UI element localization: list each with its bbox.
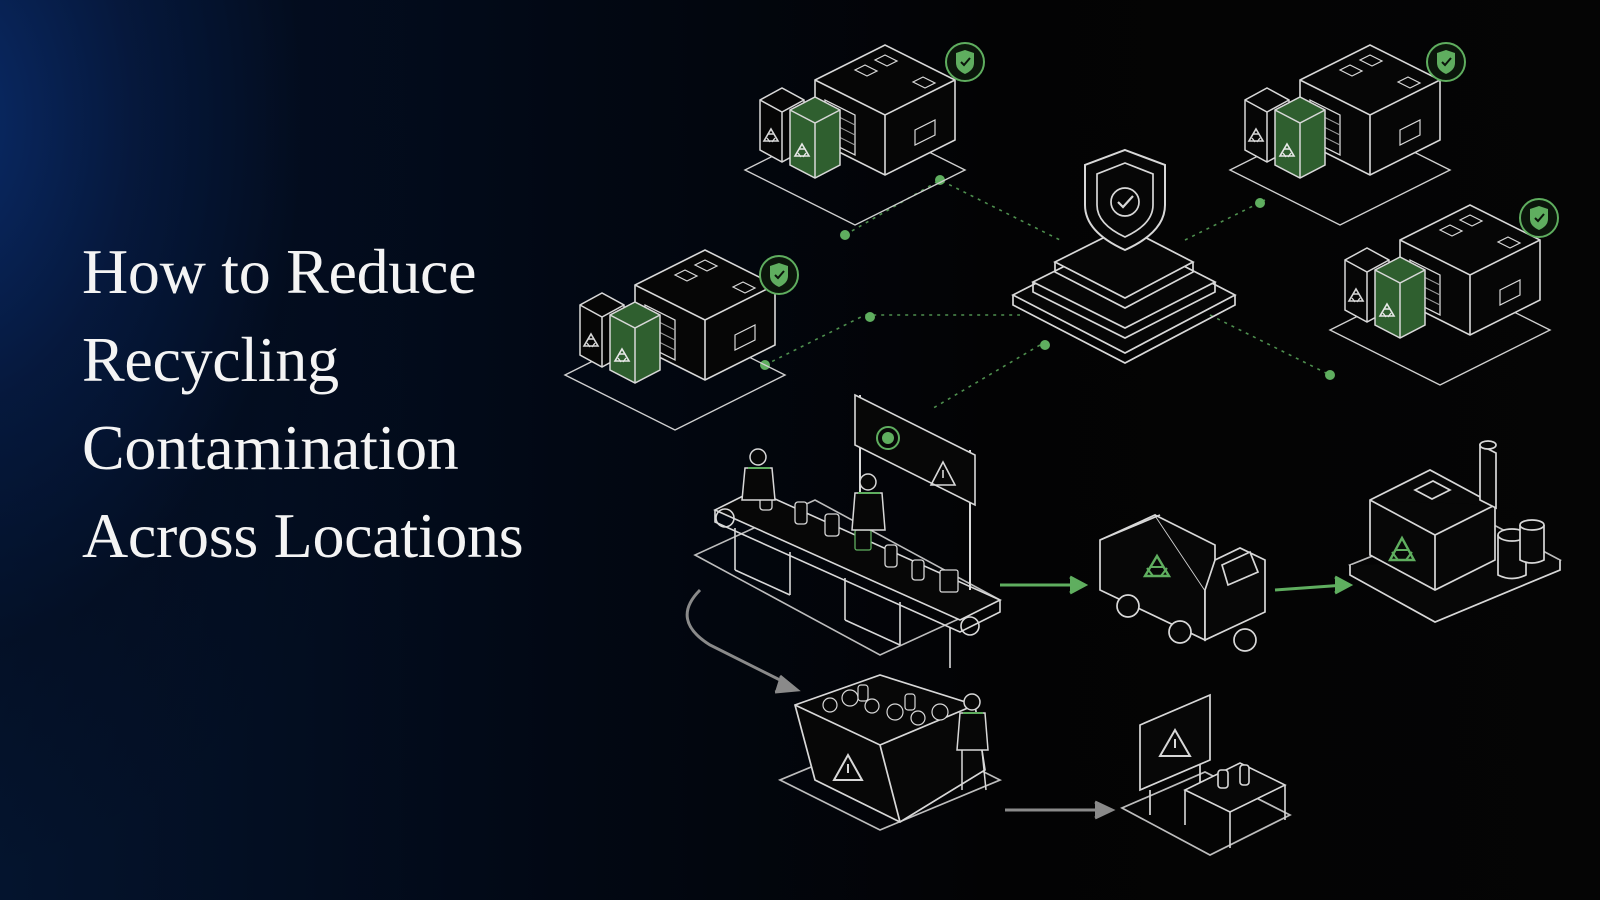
warehouse-icon [1230, 45, 1450, 225]
check-shield-badge-icon [1426, 42, 1466, 82]
title-line-4: Across Locations [82, 500, 524, 571]
flow-arrows [1000, 575, 1354, 595]
central-shield-hub-icon [1011, 148, 1237, 364]
worker-icon [741, 448, 776, 501]
title-line-3: Contamination [82, 412, 459, 483]
contamination-dumpster-icon [777, 674, 1003, 831]
warning-sign-icon [1120, 693, 1292, 856]
garbage-truck-icon [1099, 513, 1266, 652]
warehouse-icon [1330, 205, 1550, 385]
title-line-2: Recycling [82, 324, 339, 395]
worker-icon [956, 693, 989, 791]
network-nodes [760, 175, 1335, 380]
check-shield-badge-icon [759, 255, 799, 295]
inspection-table-icon [1183, 762, 1287, 848]
reject-arrows [685, 588, 1116, 820]
recycling-facility-icon [1348, 440, 1562, 623]
conveyor-sorting-line-icon [693, 393, 1002, 668]
check-shield-badge-icon [945, 42, 985, 82]
network-connectors [764, 179, 1331, 411]
warehouse-icon [565, 250, 785, 430]
warehouse-icon [745, 45, 965, 225]
page-title: How to Reduce Recycling Contamination Ac… [82, 228, 642, 580]
title-line-1: How to Reduce [82, 236, 477, 307]
worker-icon [851, 473, 886, 531]
check-shield-badge-icon [1519, 198, 1559, 238]
